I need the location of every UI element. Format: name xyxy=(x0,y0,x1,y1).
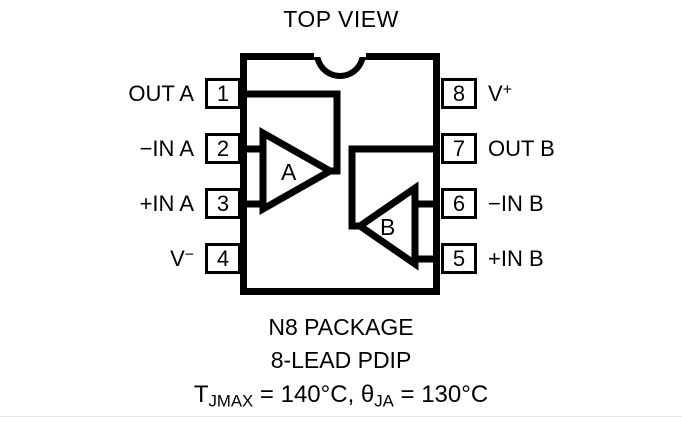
pin-label-inverting-in-b: −IN B xyxy=(488,191,544,216)
caption-package-name: N8 PACKAGE xyxy=(268,314,414,340)
pin-box-3: 3 xyxy=(205,188,241,219)
caption-lead-count: 8-LEAD PDIP xyxy=(270,347,412,373)
pin-box-4: 4 xyxy=(205,243,241,274)
pin-label-v-minus: V− xyxy=(170,246,194,271)
pin-label-v-plus: V+ xyxy=(488,81,512,106)
pin-box-6: 6 xyxy=(441,188,477,219)
pin-label-out-b: OUT B xyxy=(488,136,555,161)
package-body-outline xyxy=(240,53,440,295)
pin-box-2: 2 xyxy=(205,133,241,164)
pin-label-inverting-in-a: −IN A xyxy=(139,136,194,161)
pin-label-noninverting-in-b: +IN B xyxy=(488,246,544,271)
pin-label-noninverting-in-a: +IN A xyxy=(139,191,194,216)
caption-thermal-spec: TJMAX = 140°C, θJA = 130°C xyxy=(193,381,489,411)
page-title: TOP VIEW xyxy=(283,6,399,32)
pin-box-7: 7 xyxy=(441,133,477,164)
package-notch-mask xyxy=(314,50,366,57)
pin-box-8: 8 xyxy=(441,78,477,109)
pin-label-out-a: OUT A xyxy=(128,81,194,106)
bottom-divider xyxy=(0,416,682,417)
pin-box-5: 5 xyxy=(441,243,477,274)
pin-box-1: 1 xyxy=(205,78,241,109)
